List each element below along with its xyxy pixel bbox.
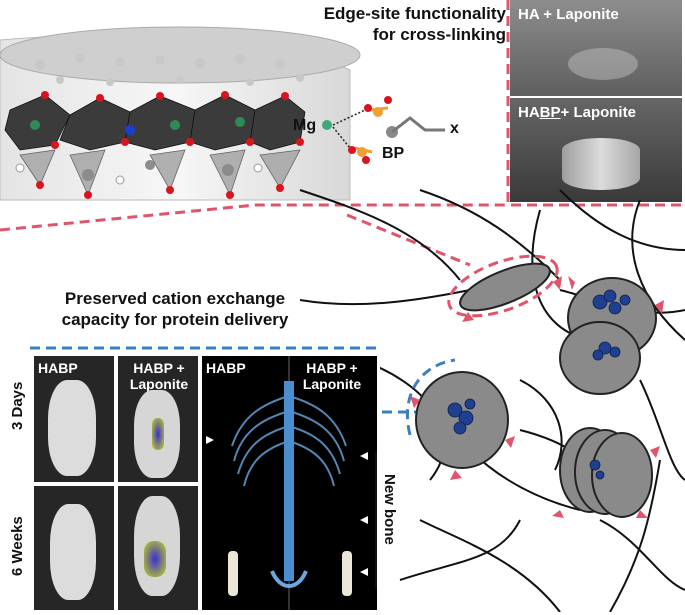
mouse-habp-3days: HABP <box>34 356 114 482</box>
bp-label: BP <box>382 145 405 162</box>
mouse-body <box>50 504 96 600</box>
new-bone-bracket <box>375 452 377 588</box>
gel-puddle <box>568 48 638 80</box>
ct-label-habp: HABP <box>206 360 246 376</box>
mouse-habp-laponite-3days: HABP + Laponite <box>118 356 198 482</box>
clay-structure-illustration <box>0 26 445 201</box>
fluorescence-signal <box>144 541 166 577</box>
ct-skeleton <box>206 356 368 610</box>
row-label-6weeks: 6 Weeks <box>9 516 26 576</box>
x-label: x <box>450 120 459 137</box>
fluorescence-signal <box>152 418 164 450</box>
gel-cylinder <box>562 138 640 190</box>
row-label-3days: 3 Days <box>9 381 26 430</box>
col-label-habp: HABP <box>38 360 78 376</box>
mg-label: Mg <box>293 117 317 134</box>
clay-structure-panel <box>0 0 510 215</box>
photo-habp-laponite-label: HABP+ Laponite <box>518 104 636 121</box>
photo-ha-laponite: HA + Laponite <box>510 0 682 96</box>
cation-exchange-title: Preserved cation exchange capacity for p… <box>61 289 289 329</box>
mouse-body <box>48 380 96 476</box>
arrowhead-marker-icon <box>206 436 368 576</box>
new-bone-label: New bone <box>381 474 398 545</box>
ct-label-habp-laponite: HABP + Laponite <box>302 360 362 392</box>
photo-habp-laponite: HABP+ Laponite <box>510 98 682 202</box>
mouse-habp-6weeks <box>34 486 114 610</box>
mouse-habp-laponite-6weeks <box>118 486 198 610</box>
photo-ha-laponite-label: HA + Laponite <box>518 6 619 23</box>
ct-scan-panel: HABP HABP + Laponite <box>202 356 377 610</box>
col-label-habp-laponite: HABP + Laponite <box>129 360 189 392</box>
edge-site-title: Edge-site functionality for cross-linkin… <box>323 4 506 44</box>
